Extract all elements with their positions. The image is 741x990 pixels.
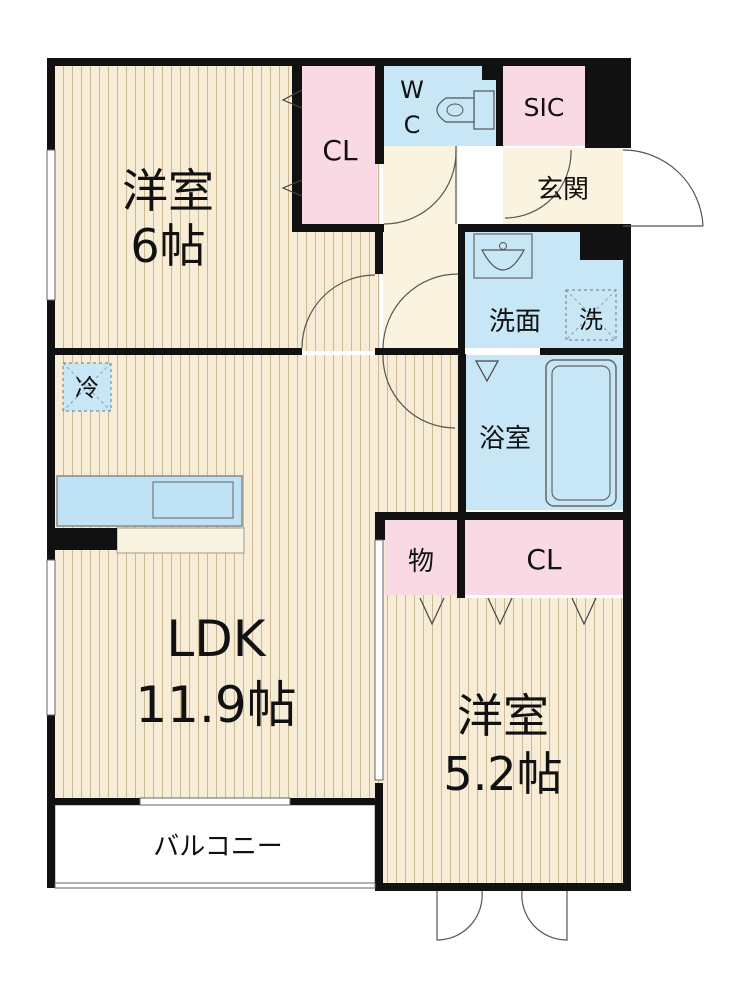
storage-small-floor xyxy=(385,520,457,595)
bathroom-label: 浴室 xyxy=(479,424,531,454)
entrance-floor xyxy=(503,148,623,224)
washer-label: 洗 xyxy=(579,306,603,334)
room-western-6-name: 洋室 xyxy=(122,164,214,218)
sic-floor xyxy=(503,66,585,146)
kitchen-wall xyxy=(55,528,117,550)
washer-space xyxy=(565,289,617,341)
entrance-label: 玄関 xyxy=(537,175,589,205)
windows xyxy=(46,149,384,889)
balcony-floor xyxy=(54,804,376,884)
wc-label-w: W xyxy=(400,76,424,104)
hallway-floor xyxy=(383,145,458,355)
fridge-label: 冷 xyxy=(75,374,99,402)
closet-top-floor xyxy=(302,66,377,224)
closet-bottom-label: CL xyxy=(526,543,562,576)
room-ldk-name: LDK xyxy=(166,610,266,668)
kitchen-sink xyxy=(152,481,234,519)
washroom-label: 洗面 xyxy=(489,307,541,337)
walls xyxy=(47,58,631,891)
room-western-6-size: 6帖 xyxy=(130,219,205,273)
kitchen-peninsula xyxy=(116,527,245,554)
room-western-52-floor xyxy=(383,598,623,883)
door-swings xyxy=(301,146,704,941)
room-western-52-size: 5.2帖 xyxy=(443,747,562,801)
sic-label: SIC xyxy=(524,93,565,122)
storage-small-label: 物 xyxy=(408,547,434,577)
balcony-label: バルコニー xyxy=(153,832,282,862)
closet-top-label: CL xyxy=(322,134,358,167)
bath-door-icon xyxy=(474,360,500,383)
room-ldk-size: 11.9帖 xyxy=(135,676,296,734)
closet-bottom-floor xyxy=(465,520,623,595)
wc-label-c: C xyxy=(404,111,421,139)
toilet-icon xyxy=(436,90,495,130)
room-western-52-name: 洋室 xyxy=(457,689,549,743)
